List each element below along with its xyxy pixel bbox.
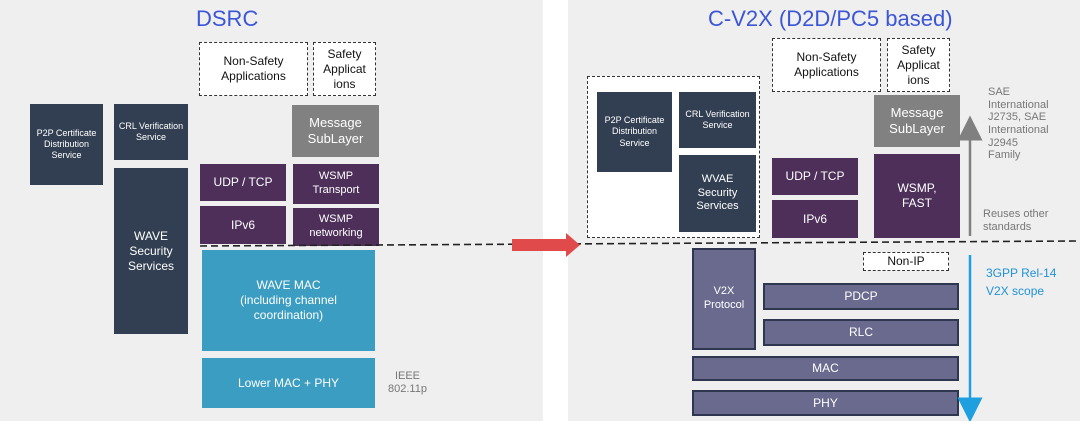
- cv2x-wsmp-fast: WSMP, FAST: [874, 154, 960, 238]
- cv2x-rlc: RLC: [763, 319, 959, 346]
- dsrc-ipv6: IPv6: [200, 206, 286, 244]
- reuses-standards-note: Reuses other standards: [983, 208, 1049, 233]
- gpp-scope-line2: V2X scope: [986, 284, 1045, 298]
- scope-divider-line: [199, 240, 1079, 247]
- dsrc-wsmp-networking: WSMP networking: [293, 208, 379, 246]
- cv2x-phy: PHY: [692, 390, 959, 416]
- gpp-scope-line1: 3GPP Rel-14: [986, 266, 1057, 280]
- cv2x-p2p-cert-service: P2P Certificate Distribution Service: [597, 92, 672, 172]
- dsrc-wave-security-services: WAVE Security Services: [114, 168, 188, 334]
- sae-standards-note: SAE International J2735, SAE Internation…: [988, 86, 1049, 162]
- cv2x-crl-verification-service: CRL Verification Service: [679, 92, 756, 148]
- cv2x-v2x-protocol: V2X Protocol: [692, 248, 756, 350]
- ieee-label: IEEE 802.11p: [388, 370, 427, 396]
- transition-arrow: [512, 233, 580, 257]
- dsrc-wave-mac: WAVE MAC (including channel coordination…: [202, 250, 375, 351]
- cv2x-udp-tcp: UDP / TCP: [772, 158, 858, 195]
- cv2x-wvae-security-services: WVAE Security Services: [679, 155, 756, 232]
- dsrc-safety-apps: Safety Applicat ions: [313, 42, 376, 96]
- dsrc-message-sublayer: Message SubLayer: [292, 105, 379, 157]
- dsrc-non-safety-apps: Non-Safety Applications: [199, 42, 308, 96]
- cv2x-ipv6: IPv6: [772, 200, 858, 238]
- dsrc-title: DSRC: [196, 6, 259, 31]
- cv2x-non-safety-apps: Non-Safety Applications: [772, 38, 881, 92]
- cv2x-safety-apps: Safety Applicat ions: [887, 38, 950, 92]
- dsrc-p2p-cert-service: P2P Certificate Distribution Service: [30, 104, 103, 185]
- dsrc-udp-tcp: UDP / TCP: [200, 164, 286, 201]
- cv2x-pdcp: PDCP: [763, 283, 959, 310]
- cv2x-message-sublayer: Message SubLayer: [874, 95, 960, 147]
- dsrc-wsmp-transport: WSMP Transport: [293, 164, 379, 204]
- gpp-scope-label: 3GPP Rel-14 V2X scope: [986, 264, 1056, 300]
- cv2x-non-ip: Non-IP: [863, 252, 949, 271]
- cv2x-mac: MAC: [692, 356, 959, 381]
- cv2x-title: C-V2X (D2D/PC5 based): [708, 6, 953, 31]
- dsrc-crl-verification-service: CRL Verification Service: [114, 104, 188, 160]
- dsrc-lower-mac-phy: Lower MAC + PHY: [202, 358, 375, 408]
